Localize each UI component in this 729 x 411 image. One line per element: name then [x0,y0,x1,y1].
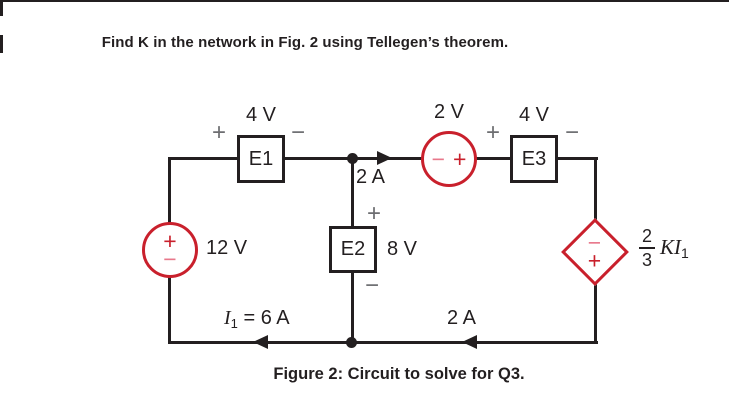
figure-caption: Figure 2: Circuit to solve for Q3. [273,365,525,383]
scan-artifact-left-mark-2 [0,35,3,53]
source-2v-label: 2 V [433,101,465,123]
element-box-e3: E3 [510,135,558,183]
i1-subscript: 1 [230,316,238,331]
element-box-e1: E1 [237,135,285,183]
e3-voltage-label: 4 V [518,104,550,126]
voltage-source-12v-icon: + − [142,222,198,278]
current-arrow-top-icon [377,151,392,165]
e3-minus-mark: − [565,119,580,146]
e2-label: E2 [340,238,366,260]
current-top-label: 2 A [356,166,385,188]
e2-minus-mark: − [365,272,380,299]
plus-sign: + [588,247,602,274]
voltage-source-2v-icon: − + [421,131,477,187]
i1-value: = 6 A [243,307,290,329]
dependent-source-polarity: − + [588,230,602,274]
dependent-source-gain-label: 2 3 KI1 [639,226,689,270]
e1-plus-mark: + [212,119,227,146]
gain-term: KI1 [660,235,689,261]
plus-sign: + [163,227,177,254]
current-arrow-bottom-left-icon [253,335,268,349]
dependent-source-icon: − + [561,218,629,286]
e3-plus-mark: + [486,119,501,146]
question-title: Find K in the network in Fig. 2 using Te… [101,34,509,51]
current-bottom-right-label: 2 A [447,307,476,329]
scan-artifact-left-mark-1 [0,0,3,16]
e1-minus-mark: − [291,119,306,146]
junction-dot-bottom [346,337,357,348]
i1-symbol: I [224,307,231,329]
minus-sign: − [163,245,177,272]
gain-subscript: 1 [681,245,689,262]
e1-voltage-label: 4 V [245,104,277,126]
source-12v-label: 12 V [206,237,248,259]
e2-plus-mark: + [367,200,382,227]
current-i1-label: I1 = 6 A [224,307,290,330]
plus-sign: + [453,145,467,172]
minus-sign: − [431,145,445,172]
gain-denominator: 3 [642,250,653,271]
gain-numerator: 2 [639,226,656,250]
wire-bottom [168,341,598,344]
current-arrow-bottom-right-icon [462,335,477,349]
e1-label: E1 [248,147,274,170]
gain-fraction: 2 3 [639,226,656,271]
e2-voltage-label: 8 V [387,238,418,260]
e3-label: E3 [521,147,547,170]
junction-dot-top [347,153,358,164]
element-box-e2: E2 [329,226,377,273]
gain-symbol: KI [660,235,682,260]
scan-artifact-top-line [0,0,729,2]
